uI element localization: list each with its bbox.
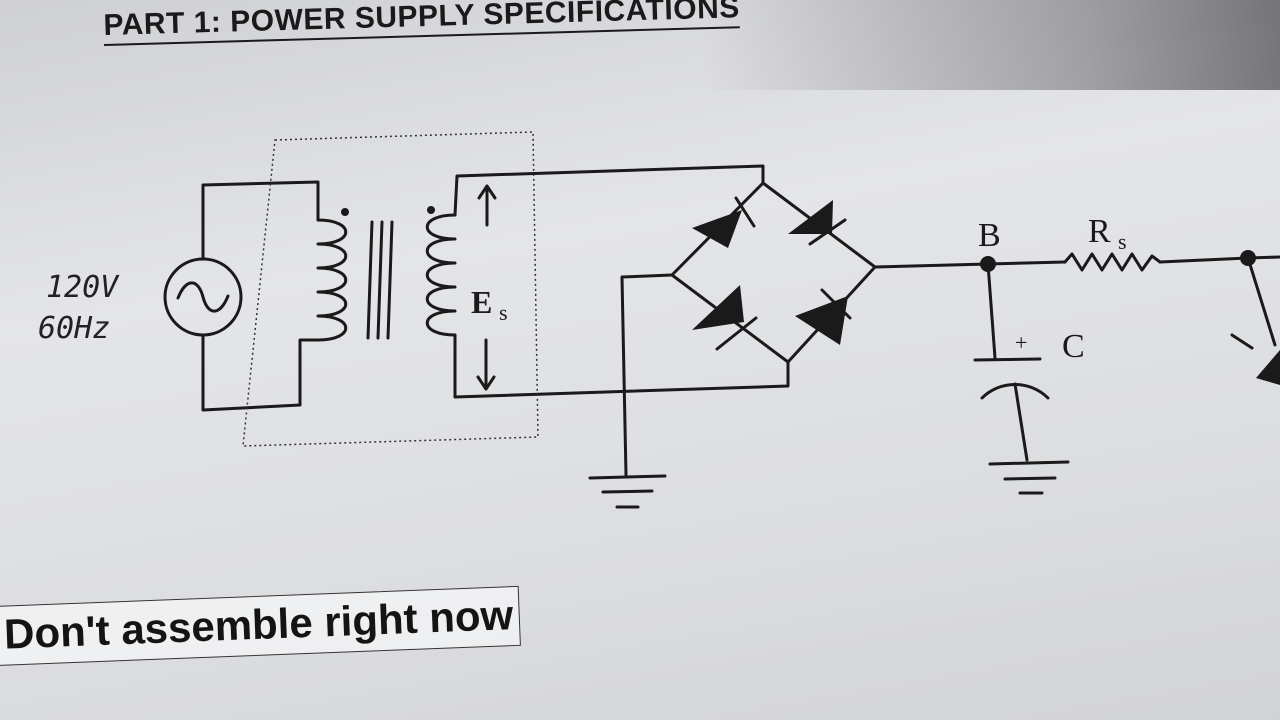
output-wire (873, 262, 990, 269)
core-line-1 (366, 220, 374, 340)
secondary-voltage-subscript: s (499, 300, 508, 325)
primary-bottom-wire (201, 333, 320, 412)
capacitor-bottom-wire (1013, 382, 1029, 462)
node-b-dot (980, 256, 996, 272)
secondary-coil (425, 213, 457, 337)
capacitor-plate-top (973, 357, 1042, 362)
diode-top-right-icon (788, 200, 847, 246)
diode-bottom-right-icon (795, 288, 852, 345)
ground-line-1 (588, 474, 667, 480)
down-arrowhead (476, 375, 496, 391)
resistor-rs (1063, 252, 1162, 272)
sine-wave-icon (176, 281, 230, 313)
resistor-label-subscript: s (1118, 229, 1127, 254)
ground2-line-1 (988, 460, 1070, 466)
transformer-dotted-box (242, 131, 539, 447)
resistor-label: R (1088, 213, 1111, 250)
capacitor-top-wire (986, 262, 997, 360)
primary-coil (316, 218, 348, 342)
bridge-ground-wire (620, 273, 674, 477)
ground-line-2 (601, 489, 654, 494)
source-frequency-label: 60Hz (38, 311, 110, 346)
zener-wire (1246, 256, 1277, 347)
secondary-dot-icon (427, 206, 435, 214)
capacitor-label: C (1062, 328, 1085, 365)
node-output-dot (1240, 250, 1256, 266)
primary-top-wire (201, 180, 320, 261)
zener-bend (1230, 333, 1254, 350)
zener-diode-icon (1256, 350, 1280, 385)
capacitor-polarity-label: + (1015, 330, 1027, 355)
b-to-resistor-wire (986, 260, 1067, 266)
up-arrowhead (477, 184, 497, 200)
bridge-outline (670, 181, 877, 364)
secondary-voltage-label: E (471, 284, 492, 320)
secondary-bottom-wire (453, 333, 790, 399)
node-b-label: B (978, 217, 1001, 254)
secondary-top-wire (453, 164, 765, 217)
ground2-line-2 (1003, 476, 1057, 481)
diode-top-left-icon (692, 196, 756, 248)
diode-bottom-left-icon (692, 285, 758, 351)
core-line-3 (386, 220, 394, 340)
primary-dot-icon (341, 208, 349, 216)
core-line-2 (376, 220, 384, 340)
source-voltage-label: 120V (46, 270, 120, 305)
resistor-output-wire (1158, 255, 1280, 264)
